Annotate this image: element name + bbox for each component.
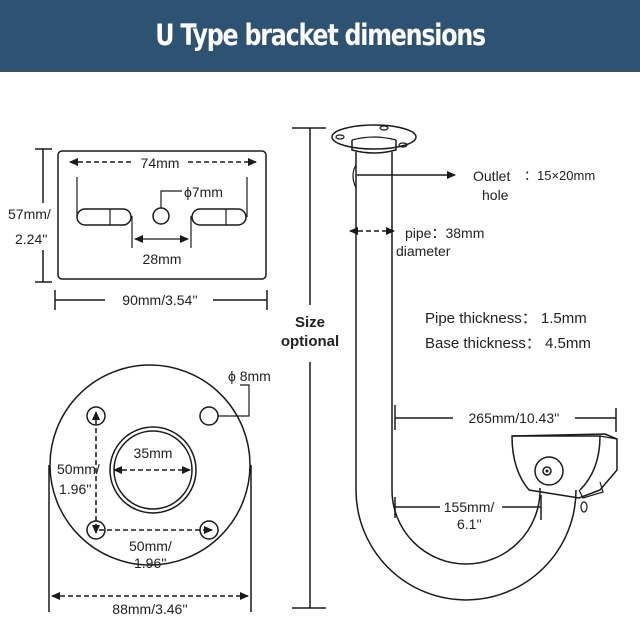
slot-left xyxy=(76,208,132,226)
label-6-1in: 6.1'' xyxy=(457,516,482,532)
mounting-plate: 74mm ϕ7mm 28mm 57mm/ 2.24'' 90mm/3.54'' xyxy=(8,148,268,310)
label-155mm: 155mm/ xyxy=(444,499,495,515)
value-outlet: ：15×20mm xyxy=(524,168,595,183)
label-265mm: 265mm/10.43'' xyxy=(469,410,560,426)
title-banner: U Type bracket dimensions xyxy=(0,0,640,72)
u-bracket: Size optional Outlet hole ：15×20mm pipe：… xyxy=(281,124,618,609)
label-28mm: 28mm xyxy=(143,251,182,267)
label-optional: optional xyxy=(281,333,339,350)
spec-pipe-thickness: Pipe thickness： 1.5mm xyxy=(425,310,587,327)
circular-base: 35mm ϕ 8mm 50mm/ 1.96'' 50mm/ 1.96'' 88m… xyxy=(48,364,271,617)
spec-base-thickness: Base thickness： 4.5mm xyxy=(425,335,591,352)
label-35mm: 35mm xyxy=(134,445,173,461)
base-mount-hole xyxy=(199,406,219,426)
label-1-96in-vertical: 1.96'' xyxy=(59,481,92,497)
label-57mm: 57mm/ xyxy=(8,206,51,222)
label-phi7: ϕ7mm xyxy=(184,184,223,200)
label-outlet: Outlet xyxy=(473,168,510,184)
base-outline xyxy=(49,364,251,566)
label-50mm-vertical: 50mm/ xyxy=(57,461,100,477)
pipe-inner xyxy=(391,152,541,565)
label-hole: hole xyxy=(482,187,509,203)
label-1-96in-horizontal: 1.96'' xyxy=(134,555,167,571)
label-pipe-diameter: pipe：38mm xyxy=(405,225,484,241)
label-size: Size xyxy=(295,314,325,331)
label-74mm: 74mm xyxy=(141,155,180,171)
label-diameter: diameter xyxy=(396,243,451,259)
plate-outline xyxy=(57,150,267,280)
top-flange xyxy=(331,124,417,150)
pipe-outer xyxy=(355,152,577,601)
label-2-24in: 2.24'' xyxy=(15,231,48,247)
slot-right xyxy=(191,208,247,226)
label-50mm-horizontal: 50mm/ xyxy=(129,538,172,554)
plate-center-hole xyxy=(152,207,170,225)
page-title: U Type bracket dimensions xyxy=(155,18,486,52)
label-90mm: 90mm/3.54'' xyxy=(122,292,197,308)
label-88mm: 88mm/3.46'' xyxy=(112,601,187,617)
outlet-hole xyxy=(352,164,357,189)
label-phi8: ϕ 8mm xyxy=(228,368,271,384)
camera-mount-head xyxy=(511,433,618,513)
